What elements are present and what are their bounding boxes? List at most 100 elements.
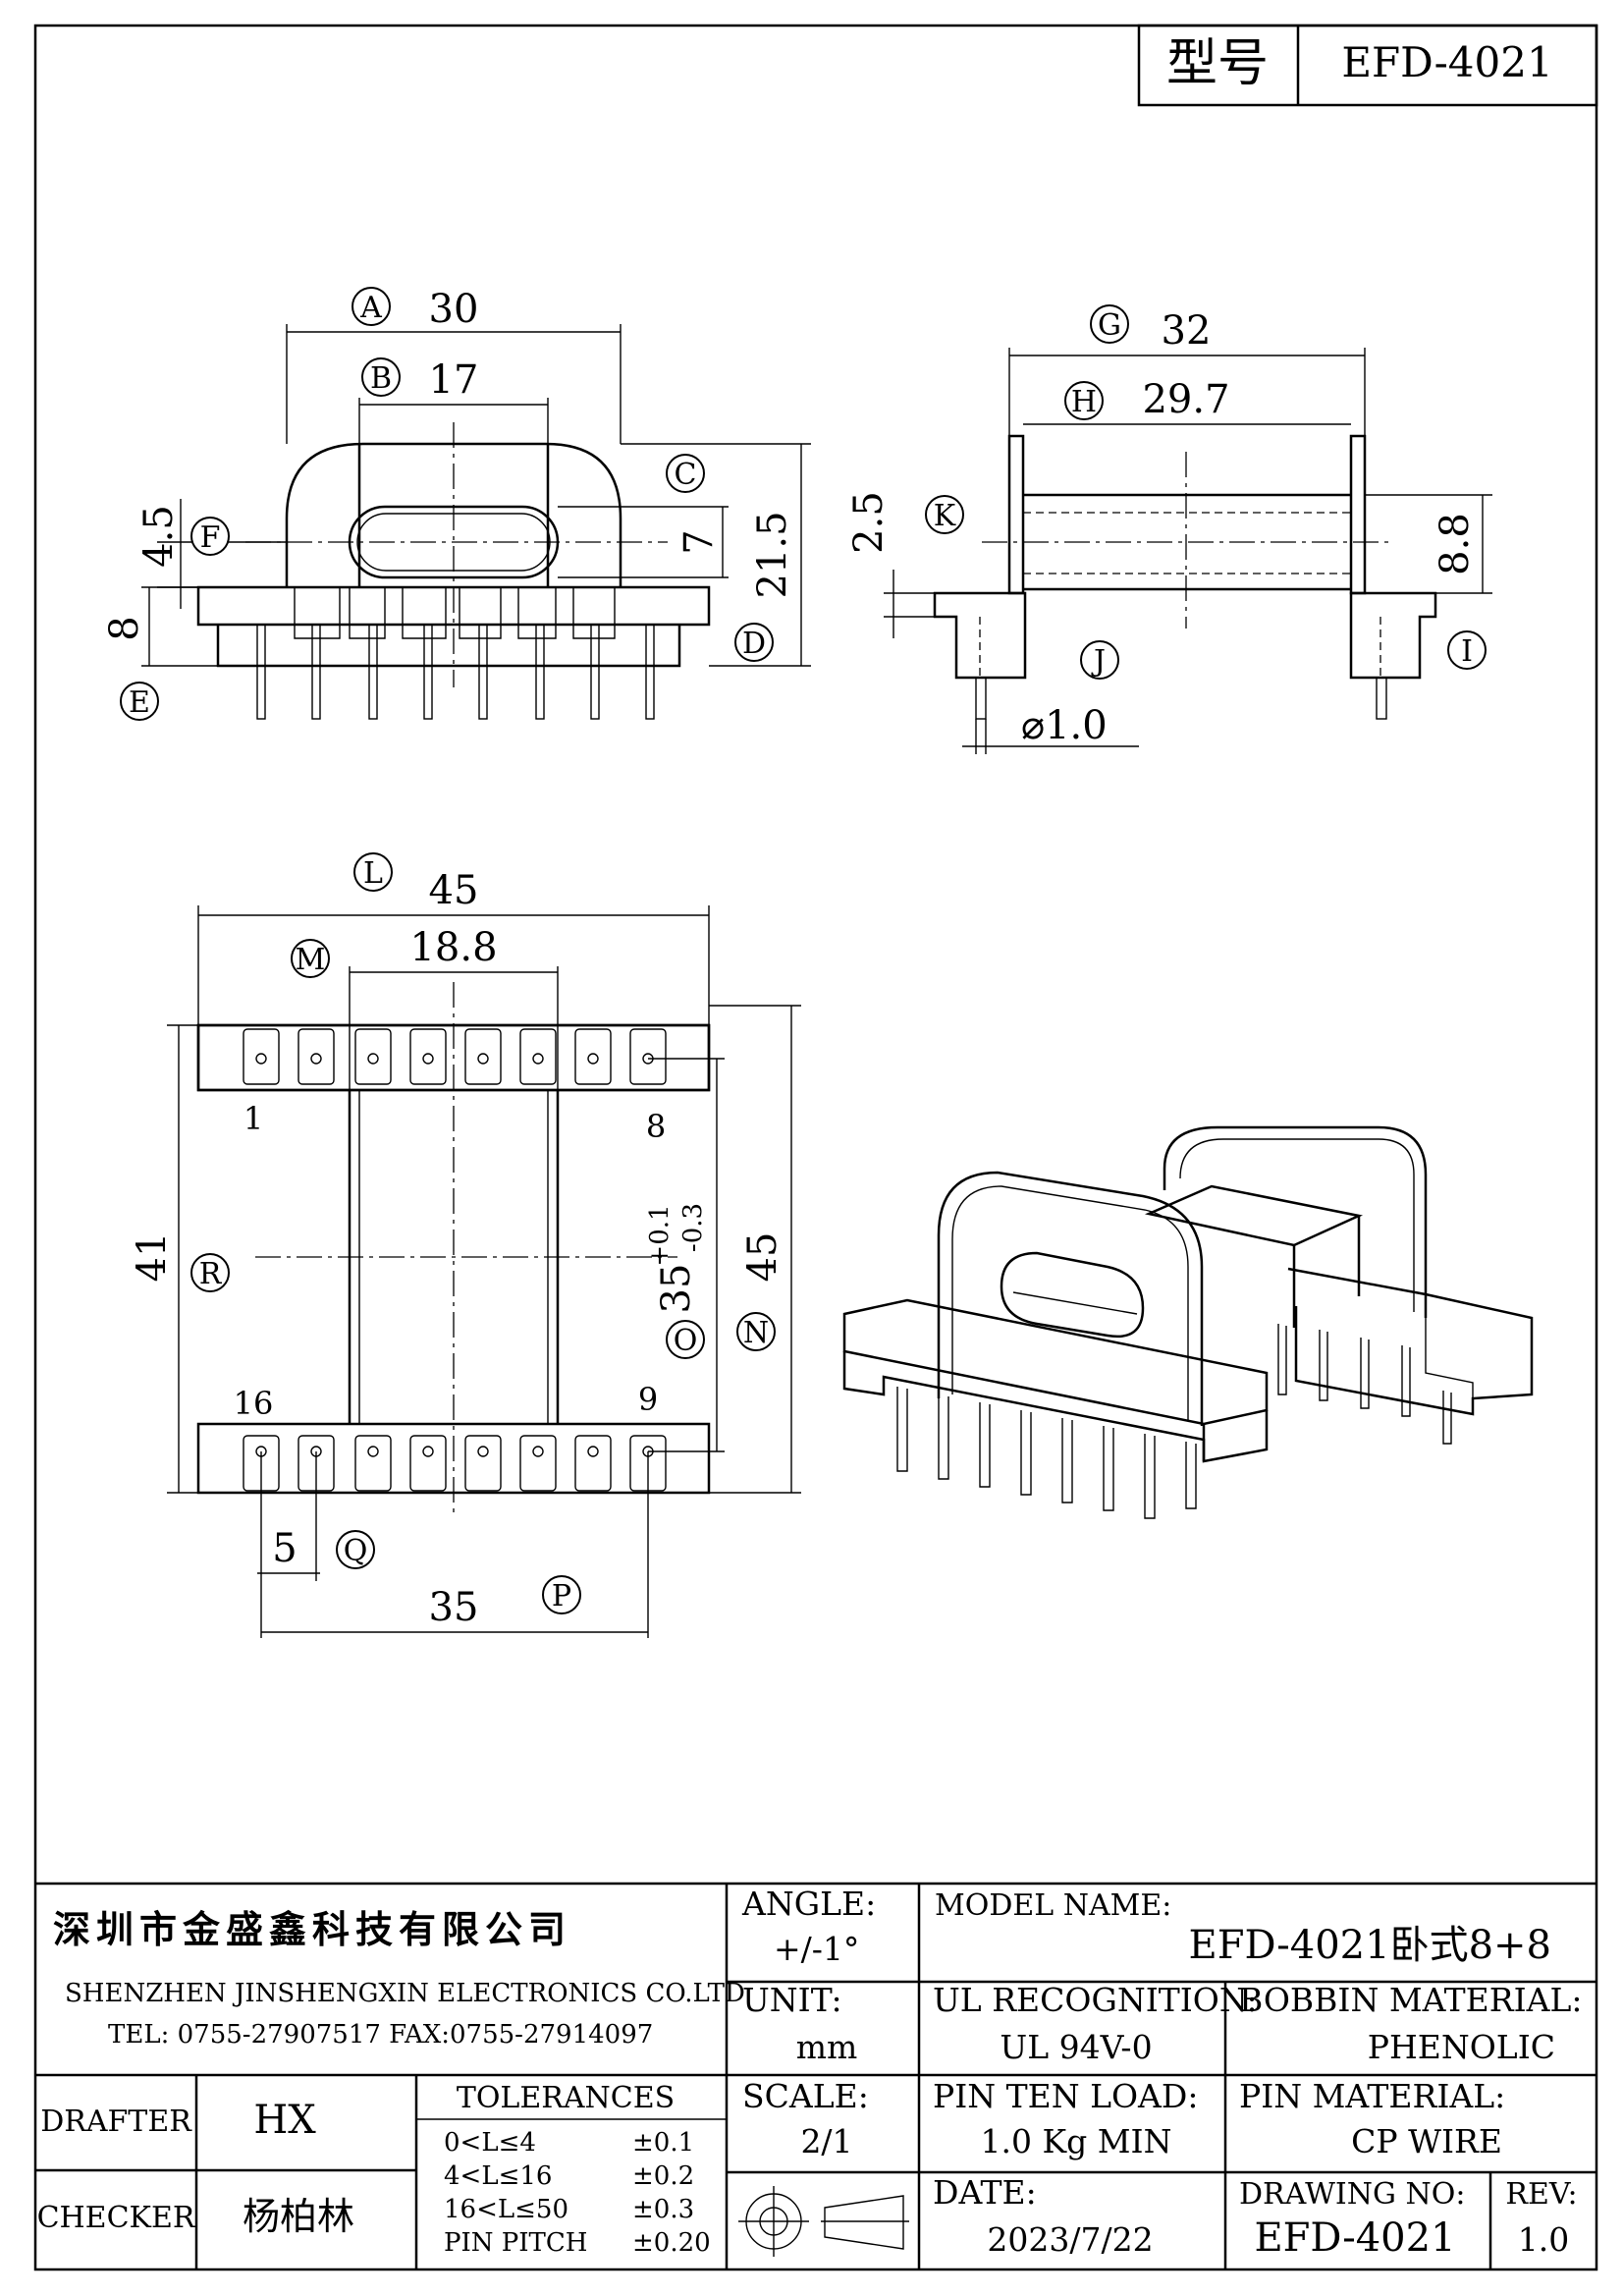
unit-label: UNIT:: [742, 1981, 842, 2019]
svg-text:R: R: [199, 1257, 223, 1291]
dim-O-value: 35: [654, 1264, 699, 1314]
pin-load-value: 1.0 Kg MIN: [981, 2122, 1172, 2160]
svg-text:L: L: [363, 856, 383, 891]
svg-text:N: N: [743, 1316, 769, 1350]
scale-label: SCALE:: [742, 2077, 869, 2115]
projection-symbol-icon: [738, 2186, 909, 2257]
front-view: 30 17 7 21.5 4.5 8: [102, 287, 811, 720]
dim-M-value: 18.8: [409, 925, 497, 970]
marker-O: O: [666, 1320, 705, 1359]
svg-text:A: A: [359, 291, 382, 325]
tol-range-1: 4<L≤16: [444, 2161, 552, 2191]
svg-text:I: I: [1461, 634, 1473, 669]
ul-label: UL RECOGNITION:: [933, 1981, 1258, 2019]
dim-I-value: 8.8: [1433, 513, 1478, 575]
marker-H: H: [1064, 381, 1104, 420]
pin-8-label: 8: [646, 1108, 666, 1145]
angle-value: +/-1°: [774, 1930, 859, 1968]
pin-16-label: 16: [234, 1385, 274, 1422]
dim-Q-value: 5: [272, 1526, 297, 1571]
model-label: MODEL NAME:: [935, 1888, 1171, 1923]
checker-value: 杨柏林: [243, 2195, 354, 2238]
drafter-label: DRAFTER: [40, 2105, 192, 2139]
dim-F-value: 4.5: [136, 505, 182, 568]
rev-label: REV:: [1505, 2177, 1577, 2212]
svg-text:E: E: [129, 685, 150, 720]
svg-text:P: P: [552, 1579, 571, 1613]
dim-J-value: ⌀1.0: [1021, 703, 1108, 748]
marker-L: L: [353, 852, 393, 892]
tolerances-label: TOLERANCES: [457, 2081, 675, 2115]
pin-9-label: 9: [638, 1381, 658, 1418]
svg-text:Q: Q: [344, 1534, 368, 1568]
top-view: 1 8 16 9 45 18.8 41 45 35 +0.1 -0.3 5 35: [130, 868, 801, 1638]
rev-value: 1.0: [1518, 2220, 1569, 2259]
dim-O-tol-minus: -0.3: [678, 1203, 708, 1252]
marker-B: B: [361, 357, 401, 397]
side-view: 32 29.7 2.5 8.8 ⌀1.0: [846, 308, 1492, 754]
angle-label: ANGLE:: [741, 1885, 876, 1923]
pin-1-label: 1: [243, 1100, 263, 1137]
svg-text:G: G: [1098, 308, 1121, 343]
checker-label: CHECKER: [37, 2201, 196, 2235]
dim-K-value: 2.5: [846, 491, 892, 554]
ul-value: UL 94V-0: [1000, 2028, 1152, 2066]
marker-A: A: [352, 287, 391, 326]
title-block: 深圳市金盛鑫科技有限公司 SHENZHEN JINSHENGXIN ELECTR…: [35, 1882, 1596, 2269]
bobbin-value: PHENOLIC: [1368, 2028, 1555, 2066]
marker-K: K: [925, 495, 964, 534]
tol-range-3: PIN PITCH: [444, 2228, 587, 2258]
tol-value-0: ±0.1: [632, 2128, 694, 2158]
tol-range-2: 16<L≤50: [444, 2195, 568, 2224]
svg-text:C: C: [675, 458, 697, 492]
bobbin-label: BOBBIN MATERIAL:: [1239, 1981, 1582, 2019]
marker-E: E: [120, 682, 159, 721]
header-box: 型号 EFD-4021: [1137, 24, 1598, 107]
date-label: DATE:: [933, 2173, 1037, 2212]
dim-R-value: 41: [130, 1232, 175, 1283]
type-value: EFD-4021: [1341, 38, 1552, 86]
company-name-en: SHENZHEN JINSHENGXIN ELECTRONICS CO.LTD: [65, 1979, 745, 2008]
marker-Q: Q: [336, 1530, 375, 1569]
tol-value-3: ±0.20: [632, 2228, 711, 2258]
tol-value-2: ±0.3: [632, 2195, 694, 2224]
sheet-border: [33, 24, 1598, 2271]
svg-text:J: J: [1091, 644, 1106, 679]
type-label: 型号: [1166, 34, 1269, 93]
svg-text:B: B: [370, 361, 392, 396]
svg-text:D: D: [742, 627, 766, 661]
drawing-no-value: EFD-4021: [1254, 2215, 1455, 2261]
dim-E-value: 8: [102, 616, 147, 640]
dim-N-value: 45: [740, 1232, 785, 1283]
marker-J: J: [1080, 640, 1119, 680]
marker-G: G: [1090, 304, 1129, 344]
dim-C-value: 7: [676, 529, 722, 554]
drafter-value: HX: [253, 2098, 316, 2143]
marker-R: R: [190, 1253, 230, 1292]
scale-value: 2/1: [800, 2122, 852, 2160]
svg-text:K: K: [934, 499, 956, 533]
dim-L-value: 45: [429, 868, 479, 913]
svg-text:F: F: [200, 520, 221, 555]
marker-P: P: [542, 1575, 581, 1614]
dim-H-value: 29.7: [1142, 377, 1229, 422]
dim-P-value: 35: [429, 1585, 479, 1630]
pin-material-label: PIN MATERIAL:: [1239, 2077, 1505, 2115]
marker-C: C: [666, 454, 705, 493]
isometric-view: [842, 1125, 1534, 1519]
marker-N: N: [736, 1312, 776, 1351]
tol-value-1: ±0.2: [632, 2161, 694, 2191]
dim-B-value: 17: [429, 357, 479, 403]
company-name-cn: 深圳市金盛鑫科技有限公司: [53, 1908, 571, 1951]
letter-markers: A B C D E F G H I J K L M N O P Q R: [120, 287, 1487, 1614]
svg-text:H: H: [1071, 385, 1097, 419]
marker-F: F: [190, 517, 230, 556]
svg-text:O: O: [674, 1324, 698, 1358]
dim-O-tol-plus: +0.1: [645, 1204, 675, 1266]
dim-A-value: 30: [429, 287, 479, 332]
dim-G-value: 32: [1162, 308, 1212, 354]
marker-M: M: [291, 939, 330, 978]
company-contact: TEL: 0755-27907517 FAX:0755-27914097: [108, 2020, 653, 2050]
model-value: EFD-4021卧式8+8: [1189, 1923, 1552, 1968]
